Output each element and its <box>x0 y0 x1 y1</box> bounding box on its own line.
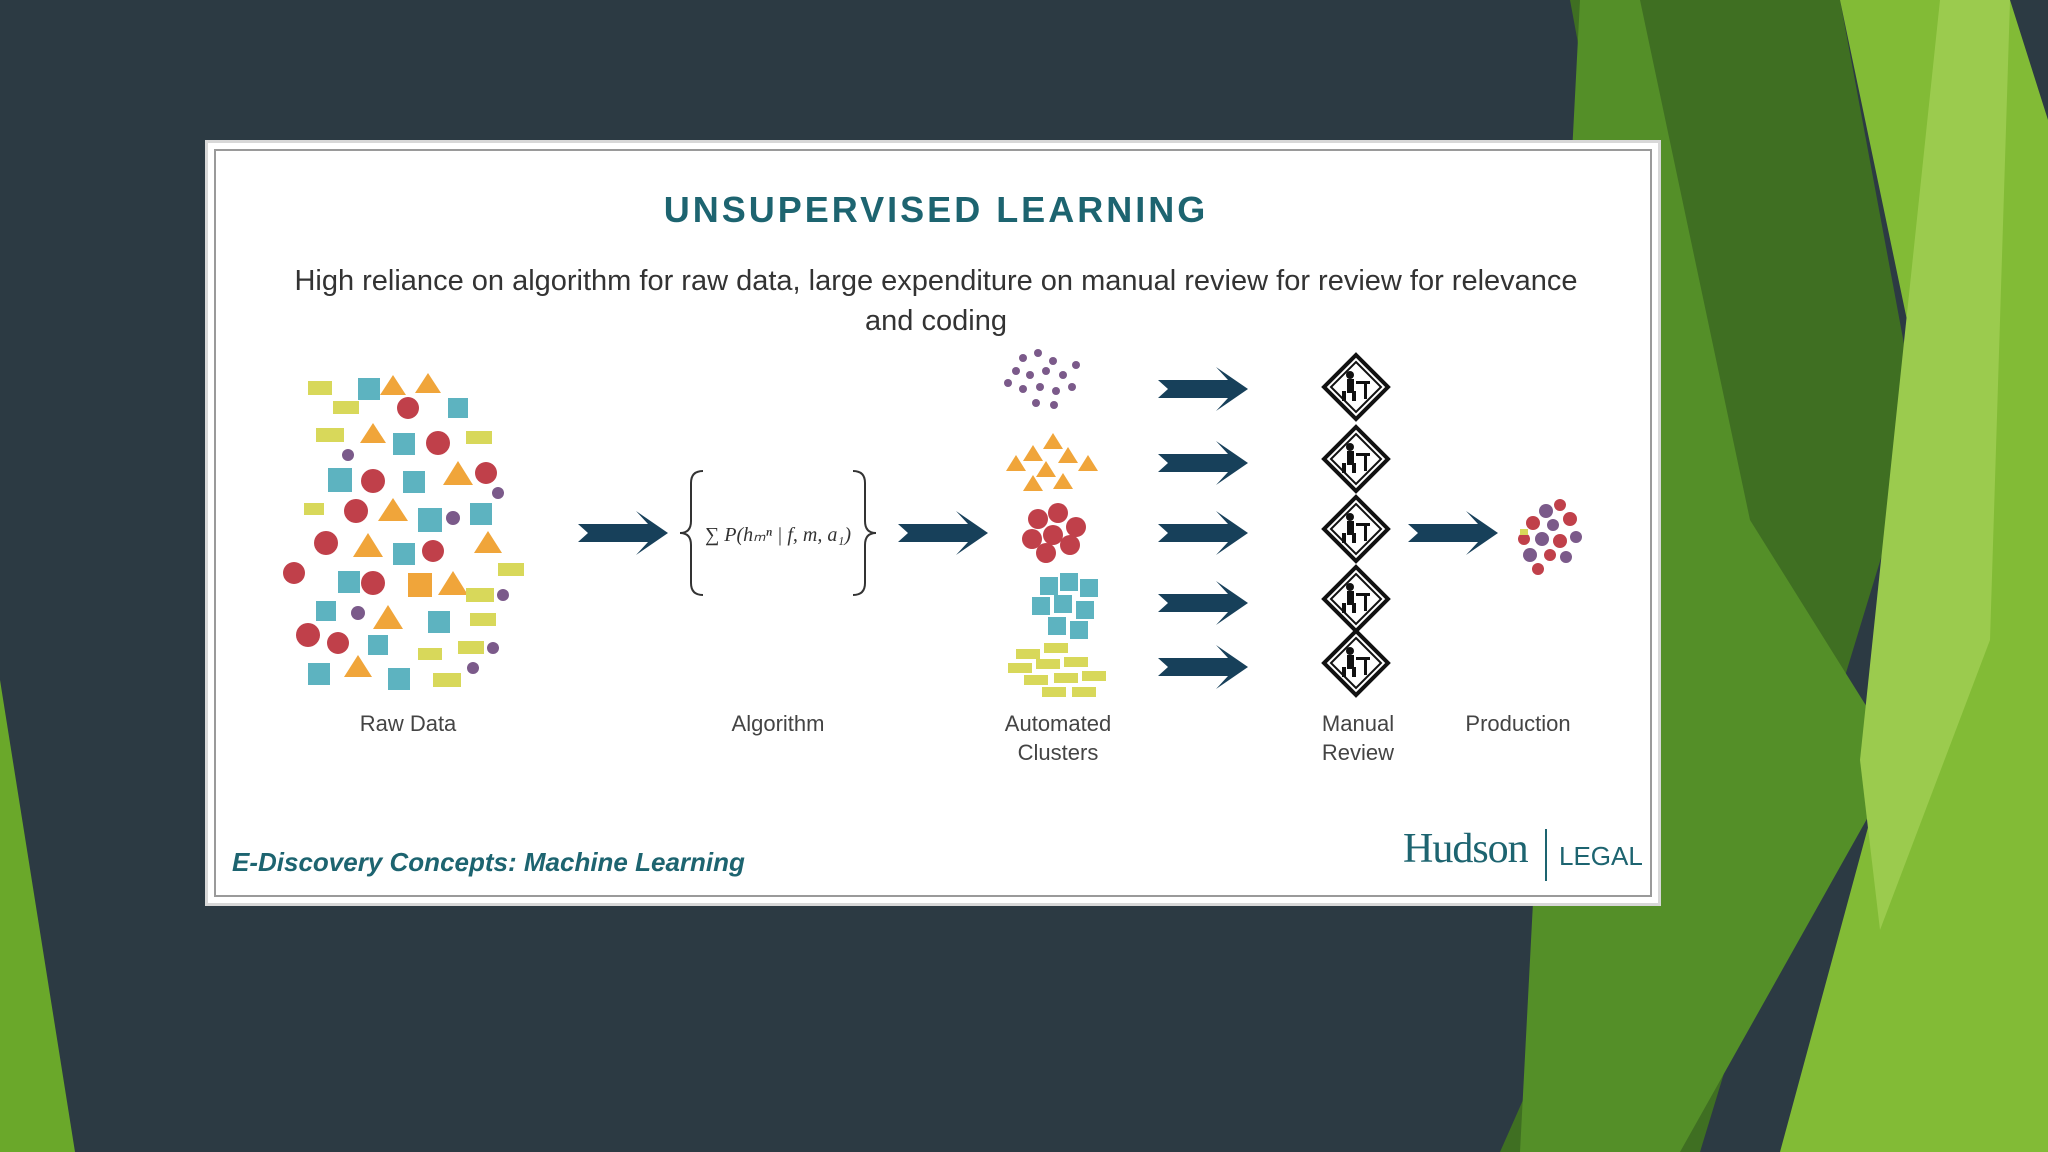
reviewer-sign-icon <box>1324 631 1388 695</box>
arrow-right-icon <box>1158 441 1248 485</box>
algorithm-formula: ∑ P(hₘⁿ | f, m, a₁) <box>705 524 851 546</box>
label-raw-data: Raw Data <box>338 709 478 738</box>
label-algorithm: Algorithm <box>708 709 848 738</box>
label-automated-clusters: Automated Clusters <box>988 709 1128 767</box>
reviewer-sign-icon <box>1324 497 1388 561</box>
label-automated-line1: Automated <box>988 709 1128 738</box>
logo-divider <box>1545 829 1547 881</box>
arrow-right-icon <box>1158 581 1248 625</box>
arrow-right-icon <box>1408 511 1498 555</box>
label-production: Production <box>1448 709 1588 738</box>
reviewer-sign-icon <box>1324 567 1388 631</box>
cluster-icon <box>1008 643 1106 697</box>
cluster-icon <box>1022 503 1086 563</box>
process-diagram: ∑ P(hₘⁿ | f, m, a₁) <box>208 143 1664 909</box>
logo-hudson-text: Hudson <box>1403 825 1528 873</box>
arrow-right-icon <box>578 511 668 555</box>
cluster-icon <box>1006 433 1098 491</box>
arrow-right-icon <box>1158 645 1248 689</box>
diagram-card: UNSUPERVISED LEARNING High reliance on a… <box>205 140 1661 906</box>
production-cluster <box>1518 499 1582 575</box>
cluster-icon <box>1004 349 1080 409</box>
cluster-icon <box>1032 573 1098 639</box>
raw-data-scatter <box>283 373 524 690</box>
label-manual-review: Manual Review <box>1288 709 1428 767</box>
label-manual-line2: Review <box>1288 738 1428 767</box>
arrow-right-icon <box>898 511 988 555</box>
arrow-right-icon <box>1158 511 1248 555</box>
label-automated-line2: Clusters <box>988 738 1128 767</box>
reviewer-sign-icon <box>1324 355 1388 419</box>
footer-caption: E-Discovery Concepts: Machine Learning <box>232 847 745 878</box>
label-manual-line1: Manual <box>1288 709 1428 738</box>
reviewer-sign-icon <box>1324 427 1388 491</box>
arrow-right-icon <box>1158 367 1248 411</box>
logo-legal-text: LEGAL <box>1559 841 1643 872</box>
